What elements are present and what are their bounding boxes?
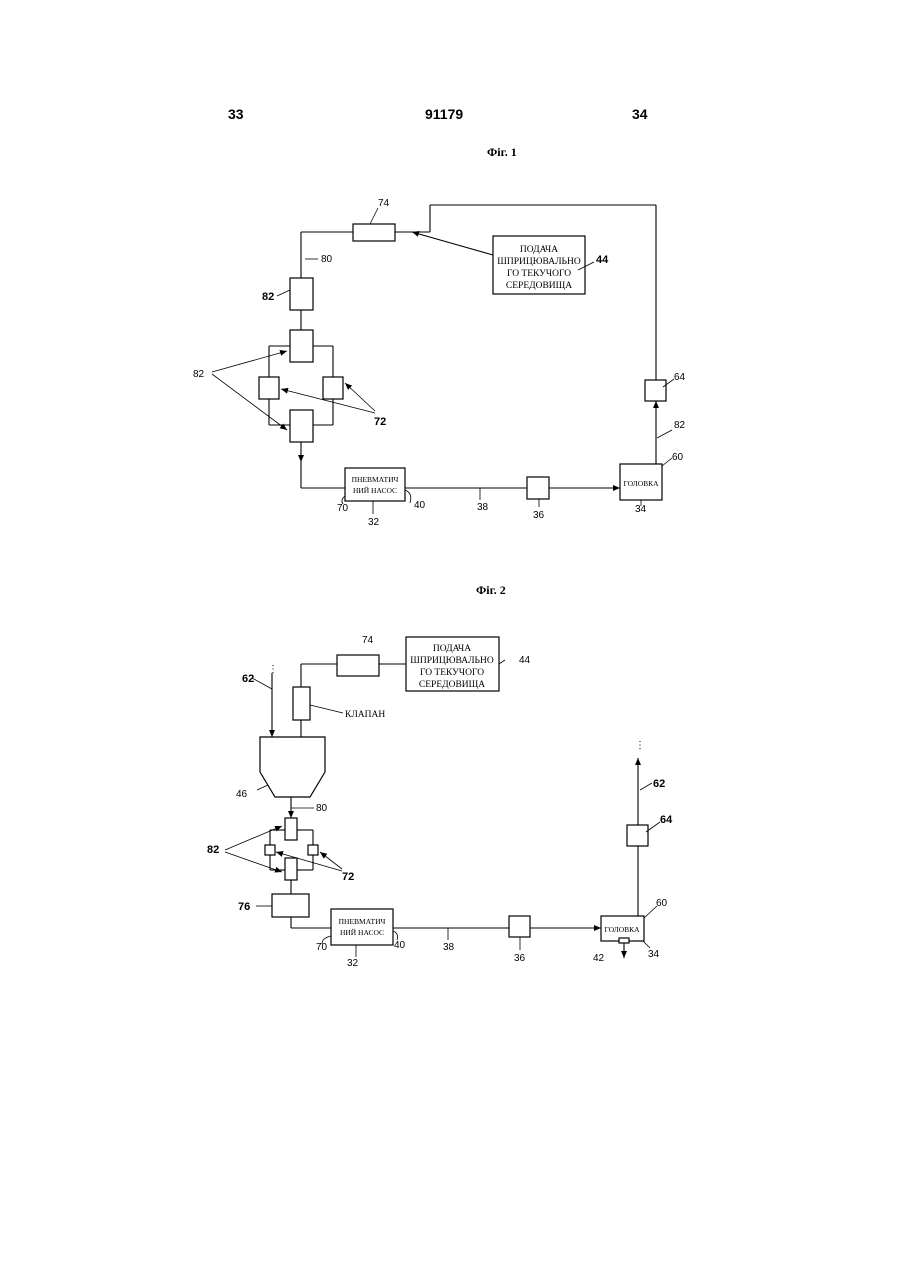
fig2-label-62-right: 62	[653, 778, 665, 790]
fig2-label-60: 60	[656, 898, 668, 909]
fig1-feed-line-2: ШПРИЦЮВАЛЬНО	[497, 257, 581, 267]
fig2-block-64	[627, 825, 648, 846]
fig1-feed-line-1: ПОДАЧА	[520, 245, 558, 255]
fig1-label-38: 38	[477, 502, 489, 513]
fig1-pump-line-2: НИЙ НАСОС	[353, 486, 397, 495]
fig1-label-60: 60	[672, 452, 684, 463]
fig2-pump-box	[331, 909, 393, 945]
fig2-label-40: 40	[394, 940, 406, 951]
fig2-dots-right: ⋮	[635, 740, 645, 751]
fig1-label-82-top: 82	[262, 291, 274, 303]
fig1-block-74	[353, 224, 395, 241]
fig1-label-72: 72	[374, 416, 386, 428]
fig1-label-40: 40	[414, 500, 426, 511]
fig2-label-80: 80	[316, 803, 328, 814]
fig1-block-64	[645, 380, 666, 401]
fig2-valve-lower	[285, 858, 297, 880]
fig2-pump-line-1: ПНЕВМАТИЧ	[339, 917, 386, 926]
fig1-label-82-right: 82	[674, 420, 686, 431]
fig1-block-82	[290, 278, 313, 310]
fig1-block-72-right	[323, 377, 343, 399]
fig2-label-70: 70	[316, 942, 328, 953]
fig1-feed-line-3: ГО ТЕКУЧОГО	[507, 269, 571, 279]
fig1-block-36	[527, 477, 549, 499]
fig2-feed-line-2: ШПРИЦЮВАЛЬНО	[410, 656, 494, 666]
fig1-label-44: 44	[596, 254, 609, 266]
figure-1-diagram: ПОДАЧА ШПРИЦЮВАЛЬНО ГО ТЕКУЧОГО СЕРЕДОВИ…	[193, 198, 686, 528]
fig2-block-74	[337, 655, 379, 676]
fig2-label-62-left: 62	[242, 673, 254, 685]
fig2-label-32: 32	[347, 958, 359, 969]
fig2-label-82: 82	[207, 844, 219, 856]
fig2-outlet-42	[619, 938, 629, 943]
fig2-label-44: 44	[519, 655, 531, 666]
fig1-label-32: 32	[368, 517, 380, 528]
fig2-feed-line-4: СЕРЕДОВИЩА	[419, 680, 485, 690]
fig1-valve-upper	[290, 330, 313, 362]
fig1-label-82-left: 82	[193, 369, 205, 380]
fig2-dots-left: ⋮	[268, 664, 278, 675]
fig2-block-72-right	[308, 845, 318, 855]
fig1-head-label: ГОЛОВКА	[623, 479, 659, 488]
fig1-label-36: 36	[533, 510, 545, 521]
fig2-label-42: 42	[593, 953, 605, 964]
fig2-block-72-left	[265, 845, 275, 855]
fig2-label-46: 46	[236, 789, 248, 800]
fig2-valve-upper	[285, 818, 297, 840]
fig1-valve-lower	[290, 410, 313, 442]
fig2-block-36	[509, 916, 530, 937]
fig2-hopper-46	[260, 737, 325, 797]
fig1-pump-line-1: ПНЕВМАТИЧ	[352, 475, 399, 484]
fig1-label-80: 80	[321, 254, 333, 265]
fig2-label-76: 76	[238, 901, 250, 913]
fig2-label-64: 64	[660, 814, 673, 826]
fig2-head-label: ГОЛОВКА	[604, 925, 640, 934]
fig2-feed-line-3: ГО ТЕКУЧОГО	[420, 668, 484, 678]
fig2-feed-line-1: ПОДАЧА	[433, 644, 471, 654]
fig1-label-70: 70	[337, 503, 349, 514]
fig2-label-38: 38	[443, 942, 455, 953]
fig2-label-74: 74	[362, 635, 374, 646]
fig2-valve-label: КЛАПАН	[345, 710, 385, 720]
fig1-label-74: 74	[378, 198, 390, 209]
fig1-block-72-left	[259, 377, 279, 399]
fig2-block-76	[272, 894, 309, 917]
fig1-label-64: 64	[674, 372, 686, 383]
fig2-label-72: 72	[342, 871, 354, 883]
fig2-label-36: 36	[514, 953, 526, 964]
figure-2-diagram: ПОДАЧА ШПРИЦЮВАЛЬНО ГО ТЕКУЧОГО СЕРЕДОВИ…	[207, 635, 673, 969]
fig1-feed-line-4: СЕРЕДОВИЩА	[506, 281, 572, 291]
fig1-label-34: 34	[635, 504, 647, 515]
fig2-valve-box	[293, 687, 310, 720]
fig2-pump-line-2: НИЙ НАСОС	[340, 928, 384, 937]
fig1-pump-box	[345, 468, 405, 501]
fig2-label-34: 34	[648, 949, 660, 960]
